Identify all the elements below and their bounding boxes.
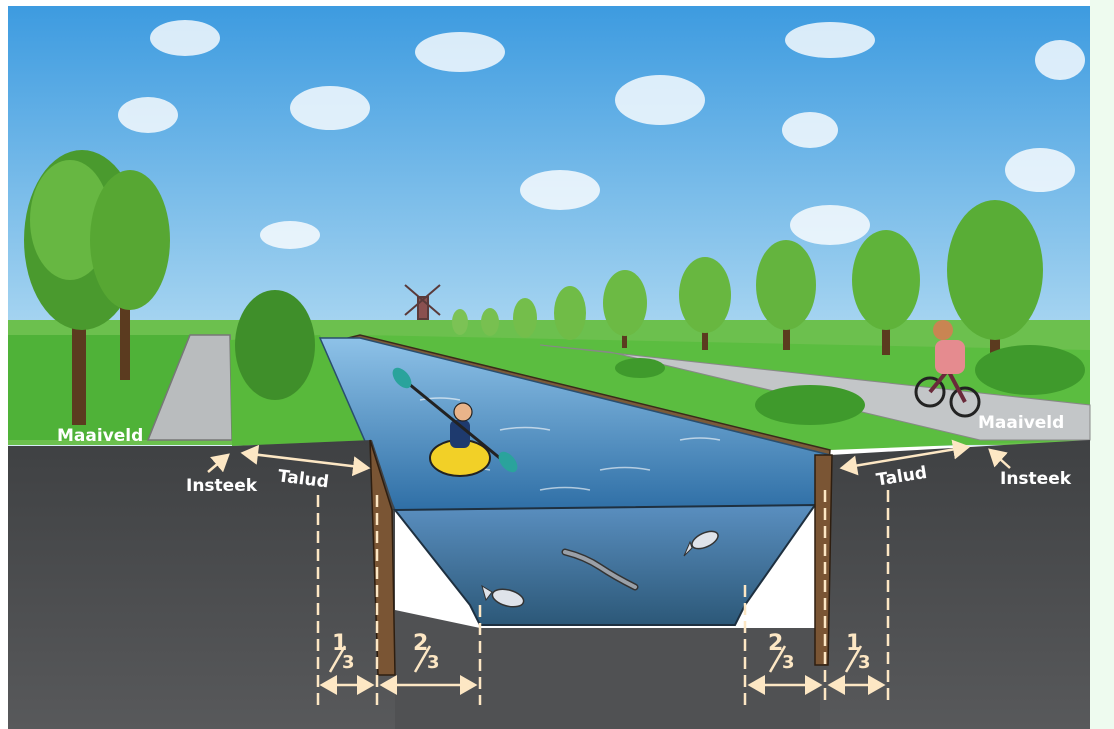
svg-text:3: 3	[782, 652, 795, 673]
tree-icon	[452, 309, 468, 335]
soil-bottom	[395, 610, 820, 729]
label-insteek-right: Insteek	[1000, 469, 1072, 489]
svg-text:3: 3	[427, 652, 440, 673]
canal-underwater-profile	[395, 505, 815, 625]
label-maaiveld-right: Maaiveld	[978, 413, 1064, 433]
side-panel	[1090, 0, 1114, 729]
tree-icon	[513, 298, 537, 338]
svg-text:3: 3	[858, 652, 871, 673]
tree-icon	[481, 308, 499, 336]
tree-icon	[235, 290, 315, 400]
label-insteek-left: Insteek	[186, 476, 258, 496]
svg-text:3: 3	[342, 652, 355, 673]
tree-icon	[554, 286, 586, 340]
label-maaiveld-left: Maaiveld	[57, 426, 143, 446]
